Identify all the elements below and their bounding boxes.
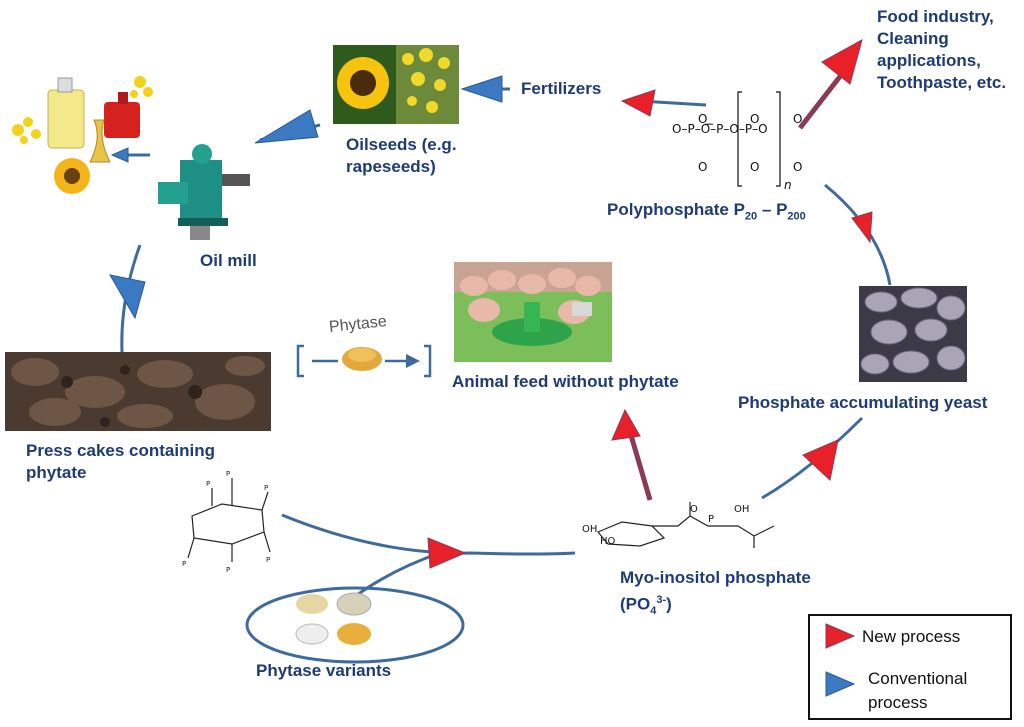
oilseeds-line-1: Oilseeds (e.g. [346,135,457,154]
legend-new-arrowhead [825,623,856,649]
myo-sub-4: 4 [650,605,657,618]
svg-text:P: P [206,480,210,488]
myo-p: P [708,514,715,525]
formula-o-bottom-3: O [793,160,803,174]
oilseeds-line-2: rapeseeds) [346,157,436,176]
phytase-bracket-right [424,344,432,378]
food-industry-line-4: Toothpaste, etc. [877,73,1007,92]
new-process-arrowhead-animalfeed [611,408,641,441]
formula-n: n [784,178,792,192]
myo-ho: HO [600,536,616,547]
arrow-line-to-yeast [761,416,864,500]
myo-o: O [690,504,698,515]
arrow-line-to-polyphosphate [824,183,892,286]
formula-o-bottom-2: O [750,160,760,174]
myo-inositol-structure [578,496,808,552]
formula-o3: O [729,122,739,136]
formula-p2: P [716,122,724,136]
food-industry-label: Food industry, Cleaning applications, To… [877,6,1006,94]
press-cakes-line-1: Press cakes containing [26,441,215,460]
phytase-powder-image [340,343,384,373]
press-cakes-image [5,352,271,431]
legend: New process Conventional process [808,614,1012,720]
myo-close: ) [666,594,672,614]
oil-products-image [4,70,154,200]
animal-feed-label: Animal feed without phytate [452,372,679,391]
myo-po: (PO [620,594,651,614]
svg-text:P: P [266,556,270,564]
phytate-structure: P P P P P P [172,460,284,576]
formula-o-top-1: O [698,112,708,126]
polyphosphate-dash: – P [757,200,788,219]
new-process-arrowhead-polyphosphate [851,211,873,244]
arrow-line-to-industry [798,68,847,130]
new-process-arrowhead-myo [427,537,467,569]
legend-new-label: New process [862,627,961,646]
new-process-arrowhead-industry [821,38,863,85]
svg-text:P: P [182,560,186,568]
myo-line-1: Myo-inositol phosphate [620,568,811,587]
svg-text:P: P [226,470,230,478]
formula-o-top-2: O [750,112,760,126]
conventional-arrowhead-oilmill [254,109,319,144]
conventional-arrowhead-oil-products [110,147,129,163]
conventional-arrowhead-oilseeds [460,75,503,103]
formula-p3: P [744,122,753,136]
formula-o1: O [672,122,682,136]
conventional-arrowhead-presscakes [109,274,146,320]
formula-o2: O [700,122,711,136]
rapeseed-image [396,45,459,124]
legend-conventional-line-2: process [868,693,928,712]
food-industry-line-3: applications, [877,51,981,70]
myo-oh-1: OH [582,524,598,535]
press-cakes-line-2: phytate [26,463,87,482]
phytase-bracket-left [296,344,304,378]
svg-text:P: P [264,484,268,492]
animal-feed-image [454,262,612,362]
polyphosphate-text: Polyphosphate P [607,200,745,219]
myo-oh-2: OH [734,504,750,515]
new-process-arrowhead-fertilizers [620,89,656,117]
formula-o-top-3: O [793,112,803,126]
yeast-label: Phosphate accumulating yeast [738,393,988,412]
polyphosphate-sub-20: 20 [744,210,758,223]
formula-p1: P [687,122,695,136]
fertilizers-label: Fertilizers [521,79,602,98]
food-industry-line-1: Food industry, [877,7,994,26]
new-process-arrowhead-yeast [802,439,839,481]
formula-row: O–P–O–P–O–P–O [672,122,768,136]
myo-label: Myo-inositol phosphate (PO43-) [620,567,811,622]
myo-line-2: (PO43-) [620,589,811,622]
press-cakes-label: Press cakes containing phytate [26,440,215,484]
phytase-variants-ellipse [245,586,465,664]
phytase-variants-image [292,590,378,650]
formula-o-bottom-1: O [698,160,708,174]
oilseeds-label: Oilseeds (e.g. rapeseeds) [346,134,457,178]
phytase-variants-label: Phytase variants [256,661,392,680]
formula-o4: O [758,122,768,136]
oil-mill-image [150,140,255,242]
polyphosphate-sub-200: 200 [787,210,806,223]
polyphosphate-label: Polyphosphate P20 – P200 [607,199,806,227]
oil-mill-label: Oil mill [200,251,257,270]
legend-conventional-line-1: Conventional [868,669,968,688]
yeast-image [859,286,967,382]
legend-conventional-arrowhead [825,671,856,697]
phytase-arrowhead [406,354,420,368]
myo-sup-charge: 3- [656,594,667,606]
sunflower-image [333,45,396,124]
svg-text:P: P [226,566,230,574]
food-industry-line-2: Cleaning [877,29,949,48]
